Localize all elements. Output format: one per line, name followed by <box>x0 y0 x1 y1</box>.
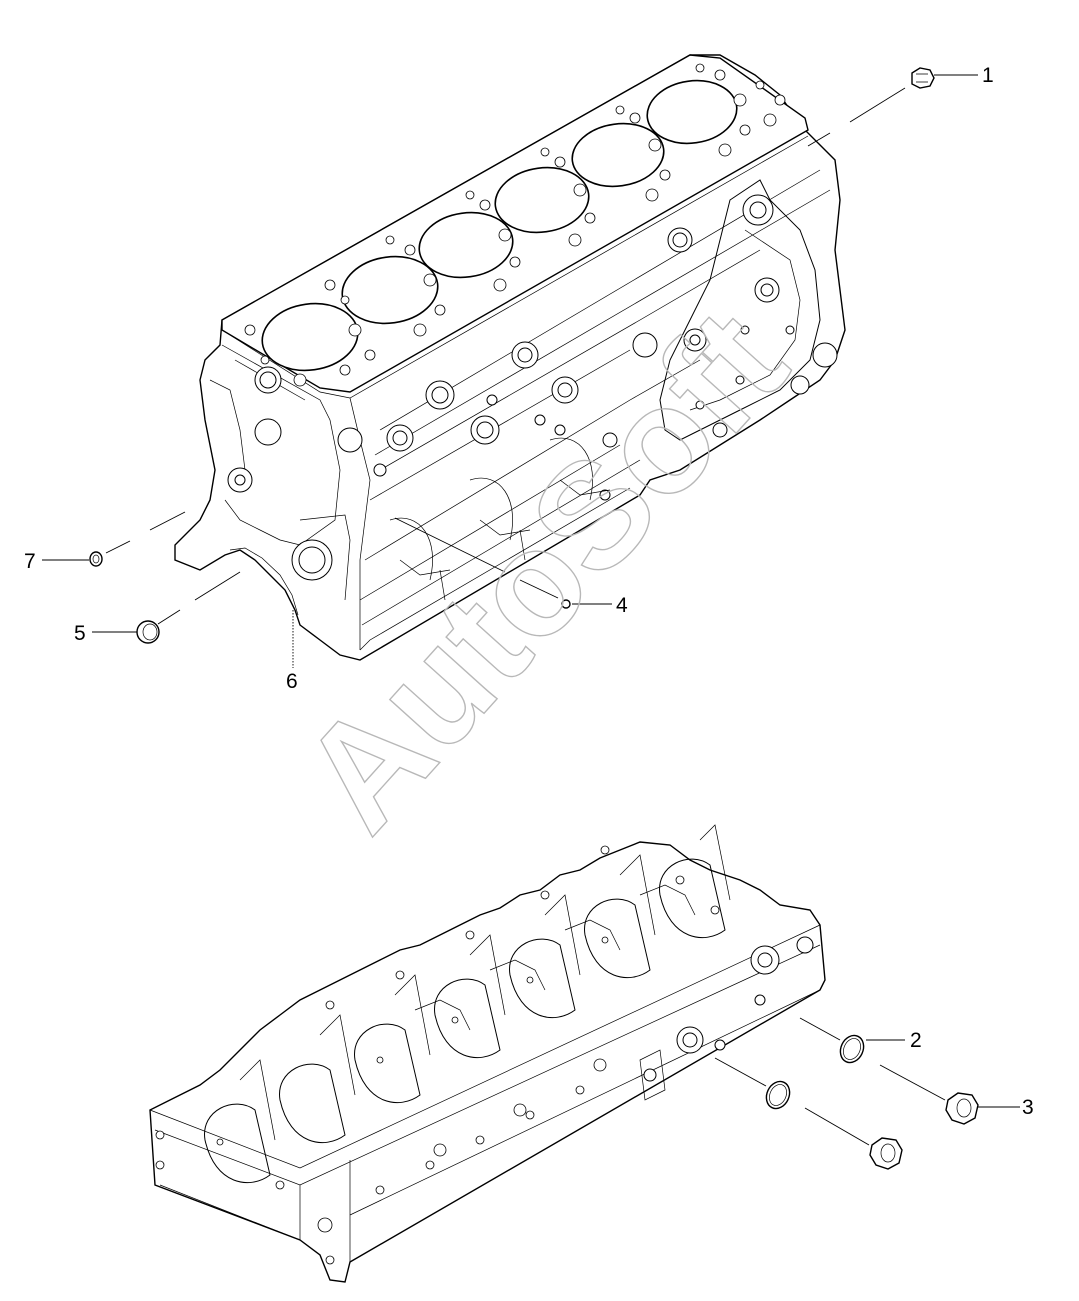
part-7-plug <box>42 511 186 567</box>
callout-3: 3 <box>1022 1096 1034 1119</box>
callout-7: 7 <box>24 550 36 573</box>
callout-6: 6 <box>286 670 298 693</box>
part-3-plug <box>804 1064 1020 1170</box>
callout-1: 1 <box>982 64 994 87</box>
callout-4: 4 <box>616 594 628 617</box>
cylinder-bores <box>261 79 738 372</box>
part-2-o-ring <box>714 1017 905 1110</box>
part-4-plug <box>394 517 612 609</box>
callout-2: 2 <box>910 1029 922 1052</box>
part-1-plug <box>807 67 978 147</box>
part-5-bush <box>92 571 241 644</box>
deck-holes <box>244 63 786 387</box>
callout-5: 5 <box>74 622 86 645</box>
bedplate <box>149 824 826 1283</box>
